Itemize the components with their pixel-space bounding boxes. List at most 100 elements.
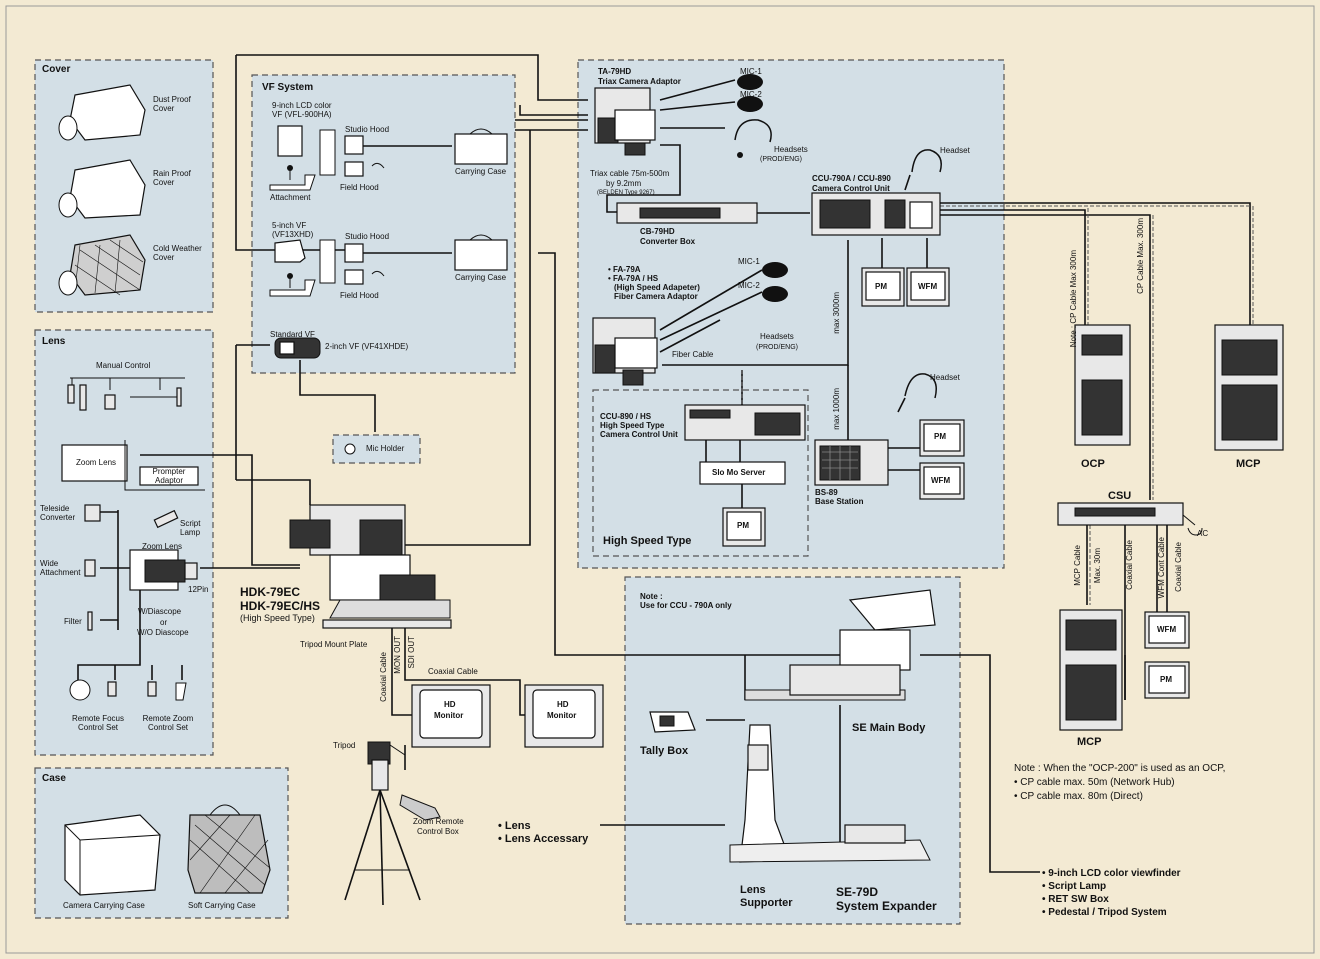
fiber-cable-label: Fiber Cable — [672, 351, 713, 360]
carrying-case-label-2: Carrying Case — [455, 274, 506, 283]
coax2-label-right: Coaxial Cable — [1175, 542, 1184, 592]
hd-monitor-1-line1: HD — [444, 701, 456, 710]
ta79-label: TA-79HD — [598, 68, 631, 77]
ccu790-label: CCU-790A / CCU-890 — [812, 175, 891, 184]
fiber-adaptor-label: Fiber Camera Adaptor — [614, 293, 698, 302]
cold-cover-label: Cold Weather Cover — [153, 245, 208, 263]
soft-case-label: Soft Carrying Case — [188, 902, 256, 911]
option-2: • Script Lamp — [1042, 881, 1106, 892]
carrying-case-icon-2 — [455, 235, 507, 270]
cb79-converter-box — [617, 203, 757, 223]
headsets-label: Headsets — [774, 146, 808, 155]
prodeng2-label: (PROD/ENG) — [756, 344, 798, 352]
pm-label-1: PM — [875, 283, 887, 292]
wdiascope-label: W/Diascope — [138, 608, 181, 617]
mic-holder-icon — [345, 444, 355, 454]
wfm-label-1: WFM — [918, 283, 937, 292]
mic1-label: MIC-1 — [740, 68, 762, 77]
mon-out-label: MON OUT — [394, 636, 403, 674]
ocp-label: OCP — [1081, 458, 1105, 470]
script-lamp-label: Script Lamp — [180, 520, 205, 538]
coax2-camera-label: Coaxial Cable — [428, 668, 478, 677]
field-hood-icon-2 — [345, 270, 363, 284]
max30-label: Max. 30m — [1094, 548, 1103, 583]
carrying-case-icon-1 — [455, 129, 507, 164]
csu-label: CSU — [1108, 490, 1131, 502]
ocp-note-2: • CP cable max. 80m (Direct) — [1014, 791, 1143, 802]
or-label: or — [160, 619, 167, 628]
zoom-lens-label: Zoom Lens — [76, 459, 116, 468]
soft-carrying-case-illustration — [188, 805, 270, 893]
manual-control-label: Manual Control — [96, 362, 150, 371]
mic2b-label: MIC-2 — [738, 282, 760, 291]
mcp-cable-label: MCP Cable — [1074, 545, 1083, 586]
two-inch-vf-illustration — [275, 338, 320, 358]
zoom-lens2-label: Zoom Lens — [142, 543, 182, 552]
lens-label-se: Lens — [740, 884, 766, 896]
hs-panel-title: High Speed Type — [603, 535, 691, 547]
option-3: • RET SW Box — [1042, 894, 1109, 905]
mic1b-label: MIC-1 — [738, 258, 760, 267]
headset2-label: Headset — [930, 374, 960, 383]
ccu-sub-label: Camera Control Unit — [812, 185, 890, 194]
teleside-label: Teleside Converter — [40, 505, 82, 523]
studio-hood-icon-2 — [345, 244, 363, 262]
prompter-label: Prompter Adaptor — [140, 468, 198, 486]
remote-zoom-label: Remote Zoom Control Set — [138, 715, 198, 733]
standard-vf-label: Standard VF — [270, 331, 315, 340]
sdi-out-label: SDI OUT — [408, 636, 417, 668]
triax-label-2: by 9.2mm — [606, 180, 641, 189]
field-hood-label-2: Field Hood — [340, 292, 379, 301]
hs-pm-label: PM — [737, 522, 749, 531]
coax-label-right: Coaxial Cable — [1126, 540, 1135, 590]
field-hood-label-1: Field Hood — [340, 184, 379, 193]
studio-hood-label-1: Studio Hood — [345, 126, 389, 135]
hd-monitor-2-line1: HD — [557, 701, 569, 710]
attachment-label: Attachment — [270, 194, 310, 203]
ocp-note-head: Note : When the "OCP-200" is used as an … — [1014, 763, 1225, 774]
tally-box-label: Tally Box — [640, 745, 688, 757]
bs89-base-station-illustration — [815, 440, 888, 485]
cp-cable-max-label: CP Cable Max. 300m — [1137, 218, 1146, 294]
ccu890-hs-illustration — [685, 405, 805, 440]
slomo-label: Slo Mo Server — [712, 469, 765, 478]
lens-accessory-lens: • Lens — [498, 820, 531, 832]
bs-pm-label: PM — [934, 433, 946, 442]
mcp2-label: MCP — [1077, 736, 1101, 748]
wodiascope-label: W/O Diascope — [137, 629, 189, 638]
mcp-bottom-illustration — [1060, 610, 1122, 730]
bs-wfm-label: WFM — [931, 477, 950, 486]
headset-label: Headset — [940, 147, 970, 156]
wfm-cont-label: WFM Cont Cable — [1158, 537, 1167, 598]
tally-box-illustration — [650, 712, 695, 732]
vf5-label: 5-inch VF (VF13XHD) — [272, 222, 332, 240]
mic-holder-label: Mic Holder — [366, 445, 404, 454]
filter-icon — [88, 612, 92, 630]
lens-title: Lens — [42, 336, 65, 347]
teleside-icon — [85, 505, 100, 521]
hdk79echs-label: HDK-79EC/HS — [240, 600, 320, 613]
option-1: • 9-inch LCD color viewfinder — [1042, 868, 1181, 879]
rain-cover-label: Rain Proof Cover — [153, 170, 203, 188]
ccu790-unit-illustration — [812, 193, 940, 235]
triax-label-1: Triax cable 75m-500m — [590, 170, 669, 179]
csu-unit-illustration — [1058, 503, 1202, 535]
vf-bracket-icon — [320, 130, 335, 175]
carrying-case-label-1: Carrying Case — [455, 168, 506, 177]
vf9-label: 9-inch LCD color VF (VFL-900HA) — [272, 102, 342, 120]
camera-carrying-case-illustration — [65, 815, 160, 895]
vf2-label: 2-inch VF (VF41XHDE) — [325, 343, 408, 352]
prodeng-label: (PROD/ENG) — [760, 156, 802, 164]
ocp-note-1: • CP cable max. 50m (Network Hub) — [1014, 777, 1175, 788]
camera-case-label: Camera Carrying Case — [63, 902, 145, 911]
zoom-remote-label-2: Control Box — [417, 828, 459, 837]
cover-title: Cover — [42, 64, 70, 75]
tripod-label: Tripod — [333, 742, 355, 751]
supporter-label: Supporter — [740, 897, 793, 909]
lens-panel — [35, 330, 213, 755]
filter-label: Filter — [64, 618, 82, 627]
mcp-label: MCP — [1236, 458, 1260, 470]
pin-label: 12Pin — [188, 586, 208, 595]
